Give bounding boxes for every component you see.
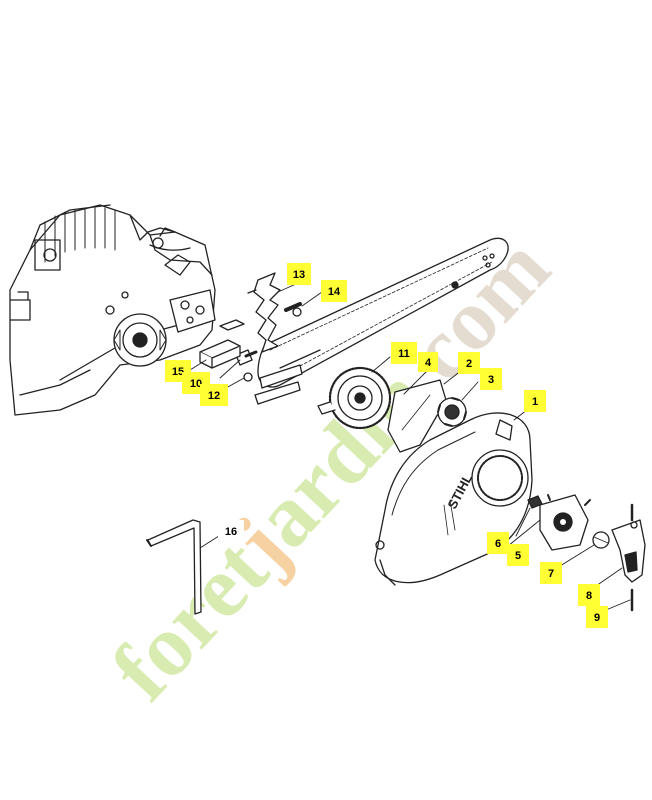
callout-2: 2 [458,352,480,374]
callout-1: 1 [524,390,546,412]
part-16-hex-key [146,519,202,615]
callout-5: 5 [507,544,529,566]
callout-9: 9 [586,606,608,628]
svg-text:2: 2 [466,358,472,370]
svg-text:10: 10 [190,378,202,390]
svg-text:9: 9 [594,612,600,624]
callout-12: 12 [200,384,228,406]
svg-text:1: 1 [532,396,538,408]
callout-4: 4 [418,352,438,372]
part-2-guide-plate [387,379,447,453]
svg-text:7: 7 [548,568,554,580]
callout-16: 16 [218,520,244,542]
part-13-plate [247,272,281,353]
svg-text:8: 8 [586,590,592,602]
saw-body [9,204,216,416]
svg-text:5: 5 [515,550,521,562]
part-8-lever [611,503,646,583]
svg-text:12: 12 [208,390,220,402]
svg-text:4: 4 [425,357,432,369]
callouts: 13 14 11 4 2 3 1 15 [165,263,608,628]
svg-text:16: 16 [225,526,237,538]
part-12-washer [243,372,253,382]
part-11-sprocket [317,366,392,430]
leader-lines [189,283,631,611]
part-6-nut [527,495,543,509]
part-7-cap [592,531,610,549]
svg-text:11: 11 [398,348,410,360]
callout-8: 8 [578,584,600,606]
svg-text:14: 14 [328,286,341,298]
callout-14: 14 [321,280,347,302]
part-5-wheel [539,494,591,551]
callout-3: 3 [480,368,502,390]
callout-13: 13 [287,263,311,285]
svg-text:6: 6 [495,538,501,550]
callout-7: 7 [540,562,562,584]
svg-text:13: 13 [293,269,305,281]
svg-text:15: 15 [172,366,184,378]
part-14-screw [284,302,302,317]
part-3-nut [437,397,467,427]
callout-6: 6 [487,532,509,554]
callout-11: 11 [391,342,417,364]
svg-text:3: 3 [488,374,494,386]
guide-bar [254,237,509,405]
